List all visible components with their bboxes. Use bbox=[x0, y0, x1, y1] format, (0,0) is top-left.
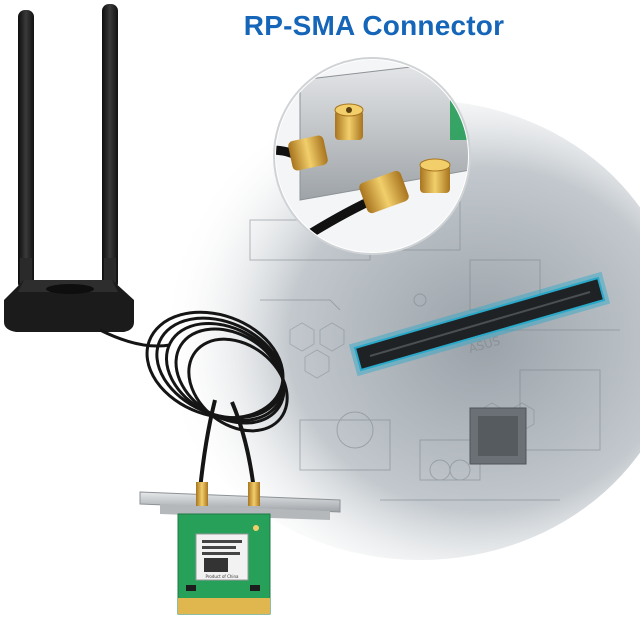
card-label: Product of China bbox=[205, 574, 239, 579]
connector-zoom-circle bbox=[273, 57, 471, 255]
dual-antenna-icon bbox=[4, 4, 134, 332]
caption-title: RP-SMA Connector bbox=[243, 10, 505, 41]
pcie-slot: ASUS bbox=[348, 271, 611, 377]
motherboard bbox=[160, 100, 640, 560]
pcie-card-icon: Product of China bbox=[139, 482, 341, 615]
rp-sma-connector-icon bbox=[334, 103, 364, 140]
antenna-cable bbox=[99, 310, 289, 491]
